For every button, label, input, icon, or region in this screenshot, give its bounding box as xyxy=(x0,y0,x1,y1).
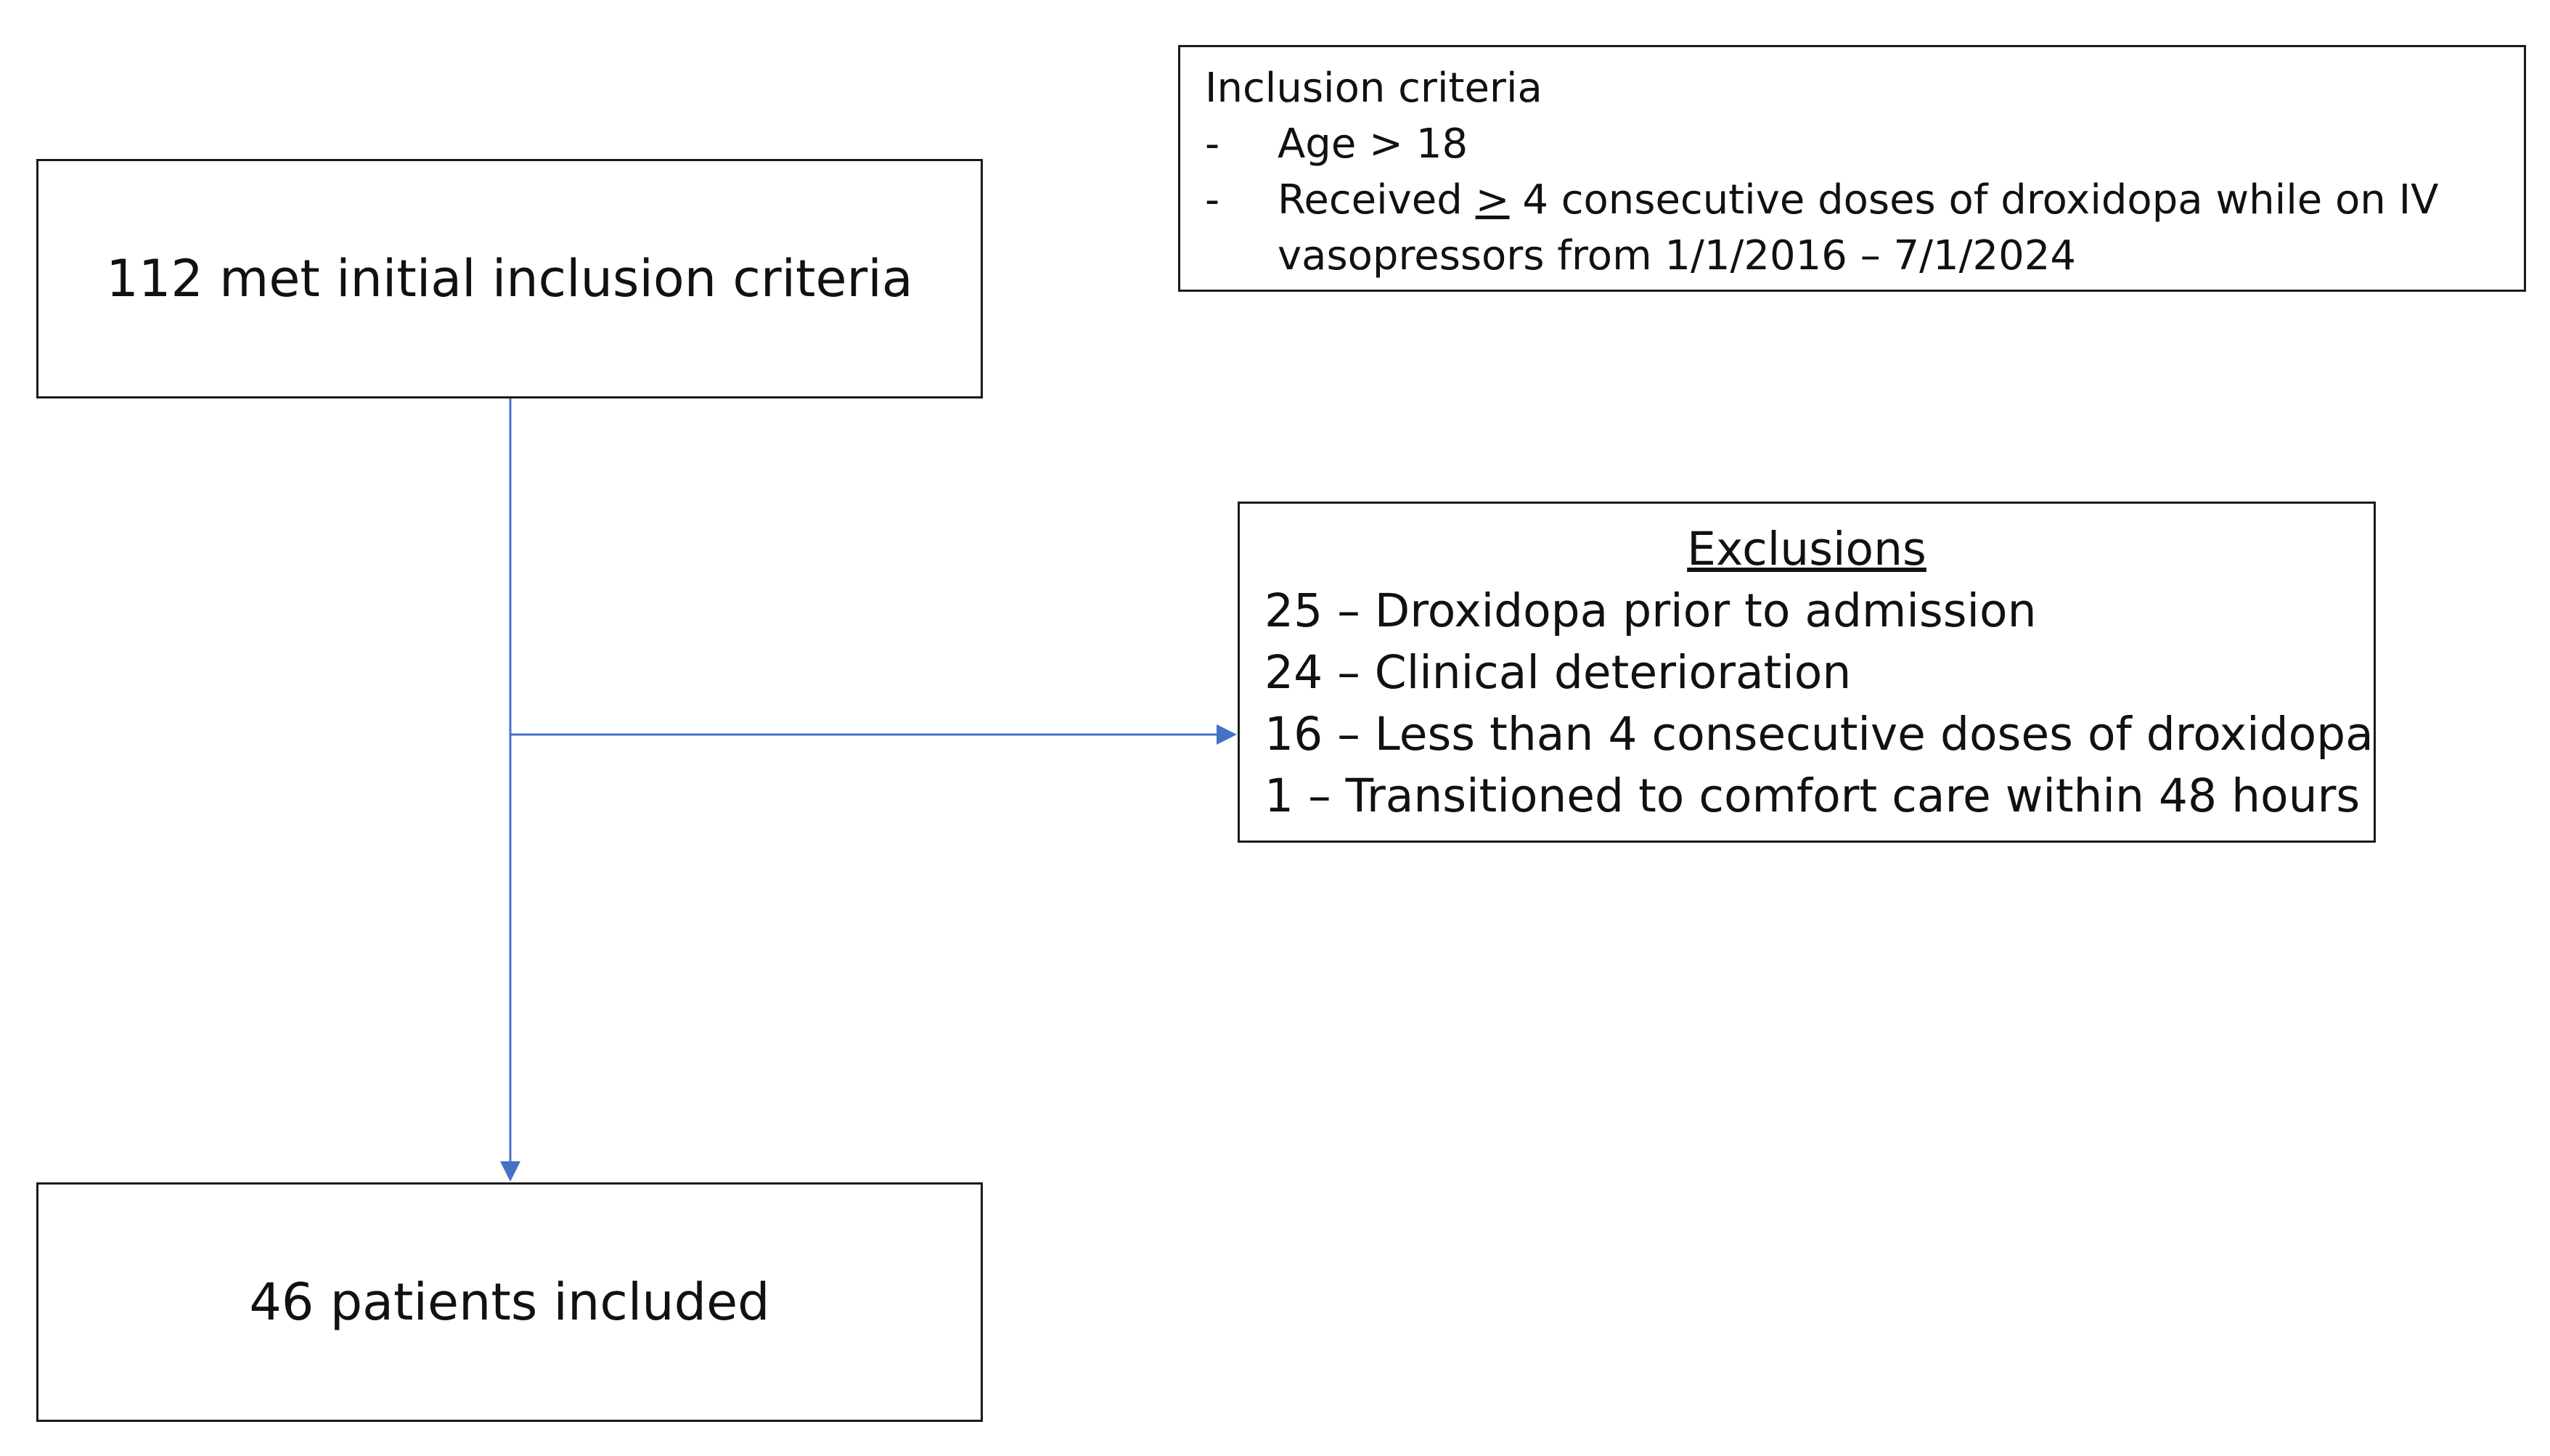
inclusion-item-text: Received > 4 consecutive doses of droxid… xyxy=(1278,172,2499,284)
right-arrowhead xyxy=(1217,724,1237,745)
inclusion-item-marker: - xyxy=(1205,176,1220,224)
exclusion-item: 25 – Droxidopa prior to admission xyxy=(1264,584,2037,637)
inclusion-criteria-item: - Received > 4 consecutive doses of drox… xyxy=(1205,172,2499,284)
initial-inclusion-text: 112 met initial inclusion criteria xyxy=(106,249,913,308)
inclusion-item-marker: - xyxy=(1205,120,1220,168)
patients-included-box: 46 patients included xyxy=(36,1182,983,1422)
exclusions-box: Exclusions 25 – Droxidopa prior to admis… xyxy=(1238,502,2376,843)
patients-included-text: 46 patients included xyxy=(249,1272,770,1332)
initial-inclusion-box: 112 met initial inclusion criteria xyxy=(36,159,983,398)
exclusion-item: 1 – Transitioned to comfort care within … xyxy=(1264,769,2361,822)
exclusion-item: 24 – Clinical deterioration xyxy=(1264,646,1852,699)
inclusion-criteria-item: - Age > 18 xyxy=(1205,116,2499,172)
inclusion-item-text-part: 4 consecutive doses of droxidopa while o… xyxy=(1278,176,2439,279)
exclusion-item: 16 – Less than 4 consecutive doses of dr… xyxy=(1264,708,2374,761)
exclusions-title: Exclusions xyxy=(1687,523,1926,576)
inclusion-item-text: Age > 18 xyxy=(1278,120,1468,168)
inclusion-criteria-title: Inclusion criteria xyxy=(1205,65,1542,112)
inclusion-item-symbol: > xyxy=(1475,176,1510,224)
inclusion-criteria-box: Inclusion criteria - Age > 18 - Received… xyxy=(1178,45,2526,292)
down-arrowhead xyxy=(500,1161,520,1182)
inclusion-item-text-part: Received xyxy=(1278,176,1476,224)
